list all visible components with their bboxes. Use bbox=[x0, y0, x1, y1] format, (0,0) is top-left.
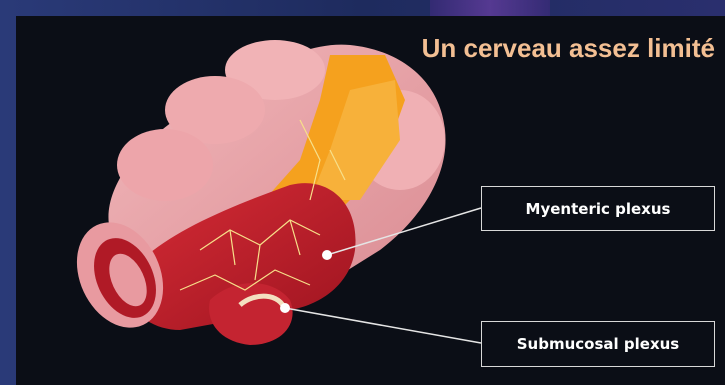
myenteric-plexus-text: Myenteric plexus bbox=[526, 200, 671, 218]
submucosal-plexus-text: Submucosal plexus bbox=[517, 335, 679, 353]
submucosal-plexus-label: Submucosal plexus bbox=[481, 321, 715, 367]
submucosal-pointer-dot bbox=[280, 303, 290, 313]
myenteric-plexus-label: Myenteric plexus bbox=[481, 186, 715, 231]
myenteric-pointer-dot bbox=[322, 250, 332, 260]
slide-title: Un cerveau assez limité bbox=[375, 30, 715, 66]
